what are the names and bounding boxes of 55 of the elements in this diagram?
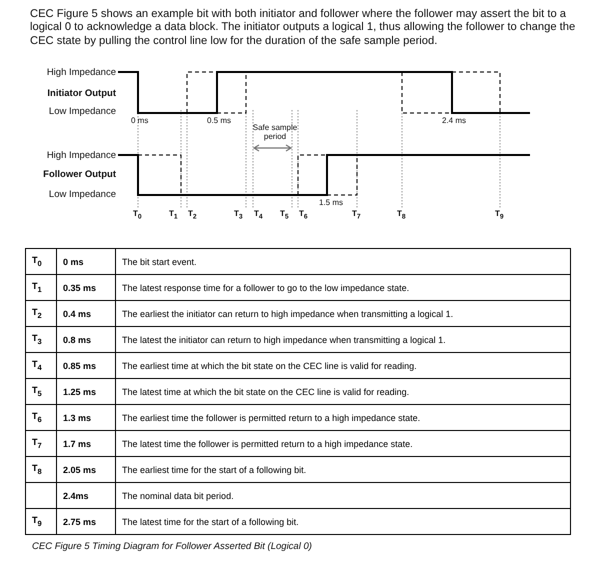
time-label: 0.5 ms: [207, 117, 232, 126]
time-marker-label: T$_{7}$: [32, 437, 42, 448]
time-label: 1.5 ms: [319, 199, 344, 208]
description-text: The earliest the initiator can return to high impedance when transmitting a logical 1.: [122, 308, 454, 318]
time-marker-label: T$_{8}$: [32, 463, 42, 474]
time-marker-label: T$_{2}$: [32, 307, 42, 318]
description-text: The bit start event.: [122, 256, 197, 266]
time-marker-label: T$_{5}$: [280, 210, 289, 221]
description-text: The earliest time the follower is permitted return to a high impedance state.: [122, 412, 420, 422]
time-marker-label: T$_{1}$: [32, 281, 42, 292]
time-marker-label: T$_{6}$: [32, 411, 42, 422]
time-marker-label: T$_{2}$: [188, 210, 197, 221]
level-label: High Impedance: [46, 68, 116, 78]
time-label: Safe sample period: [252, 124, 298, 142]
signal-name: Follower Output: [42, 170, 116, 180]
time-value: 2.05 ms: [63, 464, 96, 474]
description-text: The earliest time at which the bit state on the CEC line is valid for reading.: [122, 360, 417, 370]
time-value: 0.8 ms: [63, 334, 92, 344]
time-marker-label: T$_{3}$: [32, 333, 42, 344]
time-marker-label: T$_{1}$: [169, 210, 178, 221]
time-marker-label: T$_{6}$: [299, 210, 308, 221]
time-marker-label: T$_{4}$: [254, 210, 263, 221]
level-label: Low Impedance: [48, 190, 116, 200]
time-marker-label: T$_{8}$: [397, 210, 406, 221]
figure-caption: CEC Figure 5 Timing Diagram for Follower Asserted Bit (Logical 0): [32, 542, 312, 552]
time-marker-label: T$_{7}$: [352, 210, 361, 221]
description-text: The latest time the follower is permitted return to a high impedance state.: [122, 438, 413, 448]
time-marker-label: T$_{0}$: [133, 210, 142, 221]
time-marker-label: T$_{9}$: [32, 515, 42, 526]
level-label: High Impedance: [46, 151, 116, 162]
description-text: The nominal data bit period.: [122, 490, 234, 500]
time-marker-label: T$_{0}$: [32, 255, 42, 266]
time-value: 1.7 ms: [63, 438, 92, 448]
description-text: The latest time for the start of a following bit.: [122, 516, 299, 526]
time-marker-label: T$_{4}$: [32, 359, 42, 370]
time-value: 0.85 ms: [63, 360, 96, 370]
time-value: 2.4ms: [63, 490, 89, 500]
time-value: 0.4 ms: [63, 308, 92, 318]
time-marker-label: T$_{9}$: [495, 210, 504, 221]
time-value: 1.25 ms: [63, 386, 96, 396]
time-marker-label: T$_{5}$: [32, 385, 42, 396]
signal-name: Initiator Output: [46, 89, 116, 100]
description-text: The latest time at which the bit state on the CEC line is valid for reading.: [122, 386, 410, 396]
time-value: 2.75 ms: [63, 516, 96, 526]
time-value: 0 ms: [63, 256, 84, 266]
time-value: 1.3 ms: [63, 412, 92, 422]
time-marker-label: T$_{3}$: [234, 210, 243, 221]
time-label: 0 ms: [131, 117, 148, 126]
description-text: The earliest time for the start of a following bit.: [122, 464, 306, 474]
level-label: Low Impedance: [48, 107, 116, 118]
time-value: 0.35 ms: [63, 282, 96, 292]
description-text: The latest response time for a follower to go to the low impedance state.: [122, 282, 410, 292]
intro-paragraph: CEC Figure 5 shows an example bit with both initiator and follower where the follower may assert the bit to a logical 0 to acknowledge a data block. The initiator outputs a logical 1, thus allowing the follower to change the CEC state by pulling the control line low for the duration of the safe sample period.: [30, 8, 576, 48]
description-text: The latest the initiator can return to high impedance when transmitting a logical 1.: [122, 334, 446, 344]
time-label: 2.4 ms: [442, 117, 466, 126]
